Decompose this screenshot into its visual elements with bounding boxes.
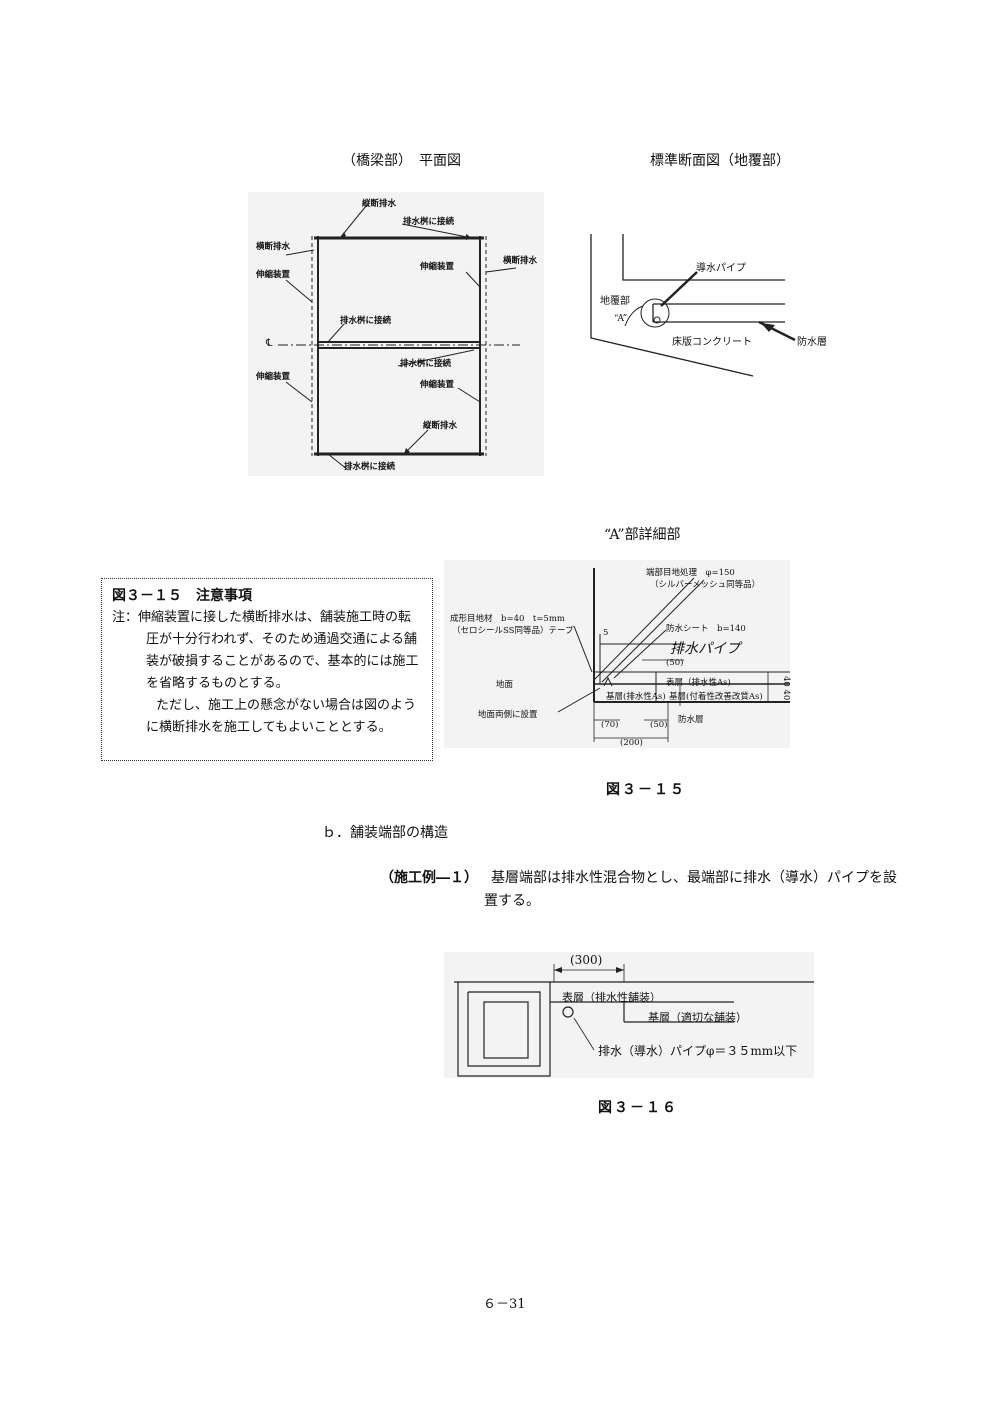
figure-3-15-caption: 図３－１５: [606, 782, 686, 798]
notice-line-2: 圧が十分行われず、そのため通過交通による舗: [146, 632, 418, 647]
plan-label-haisui-mid2: 排水桝に接続: [400, 359, 452, 369]
example-1-line-1: 基層端部は排水性混合物とし、最端部に排水（導水）パイプを設: [491, 870, 897, 886]
notice-box: 図３－１５ 注意事項 注：伸縮装置に接した横断排水は、舗装施工時の転 圧が十分行…: [101, 578, 433, 761]
detail-label-edge-joint: 端部目地処理 φ=150: [646, 568, 735, 578]
plan-label-shinshuku-left2: 伸縮装置: [256, 372, 291, 382]
notice-line-6: に横断排水を施工してもよいこととする。: [146, 720, 392, 735]
notice-line-3: 装が破損することがあるので、基本的には施工: [146, 654, 419, 669]
section-b-heading: ｂ．舗装端部の構造: [322, 825, 448, 841]
section-label-a-mark: “A”: [614, 314, 628, 324]
fig16-label-surface: 表層（排水性舗装）: [562, 991, 661, 1004]
detail-label-dim70: (70): [601, 720, 619, 730]
notice-line-5: ただし、施工上の懸念がない場合は図のよう: [156, 698, 417, 713]
detail-label-waterproof: 防水層: [678, 715, 704, 725]
plan-label-oudan-right: 横断排水: [503, 256, 538, 266]
fig16-label-pipe: 排水（導水）パイプφ＝３５mm以下: [598, 1044, 798, 1058]
detail-a-caption: “A”部詳細部: [604, 527, 681, 543]
plan-label-jyudan-bottom: 縦断排水: [423, 421, 458, 431]
detail-label-surface: 表層（排水性As): [666, 678, 731, 688]
notice-line-1: 注：伸縮装置に接した横断排水は、舗装施工時の転: [112, 610, 412, 625]
detail-label-edge-joint-sub: （シルバーメッシュ同等品）: [650, 580, 761, 590]
detail-label-dim50a: (50): [666, 658, 684, 668]
fig16-label-dim300: (300): [570, 953, 603, 967]
notice-line-4: を省略するものとする。: [146, 676, 289, 691]
detail-label-base-right: 基層(付着性改善改質As): [669, 692, 763, 702]
plan-label-haisui-mid: 排水桝に接続: [340, 316, 392, 326]
example-1-label: （施工例―１）: [380, 870, 478, 886]
plan-label-haisui-top: 排水桝に接続: [403, 217, 455, 227]
detail-label-formed-joint: 成形目地材 b=40 t=5mm: [450, 614, 565, 624]
detail-label-sheet: 防水シート b=140: [666, 624, 746, 634]
plan-label-jyudan-top: 縦断排水: [362, 199, 397, 209]
fig16-background: [444, 952, 814, 1078]
figure-3-16-diagram: [454, 964, 814, 1077]
section-label-slab: 床版コンクリート: [672, 337, 752, 348]
cross-section-figure: [590, 234, 796, 377]
detail-label-dim4040: 40 40: [781, 676, 791, 701]
detail-label-dim200: (200): [620, 738, 643, 748]
detail-label-dim50b: (50): [650, 720, 668, 730]
notice-title: 図３－１５ 注意事項: [112, 588, 252, 604]
section-label-pipe: 導水パイプ: [696, 263, 746, 274]
section-caption: 標準断面図（地覆部）: [650, 153, 790, 169]
detail-a-figure: [557, 568, 790, 742]
plan-label-oudan-left: 横断排水: [256, 242, 291, 252]
plan-label-shinshuku-left1: 伸縮装置: [256, 270, 291, 280]
detail-handwritten-note: 排水パイプ: [670, 641, 740, 657]
page-number: ６－31: [483, 1297, 526, 1312]
detail-label-both-sides: 地面両側に設置: [478, 710, 538, 720]
detail-label-dim5: 5: [603, 628, 609, 638]
section-label-waterproof: 防水層: [797, 337, 827, 348]
fig16-label-base: 基層（適切な舗装）: [648, 1011, 747, 1024]
figure-3-16-caption: 図３－１６: [598, 1100, 678, 1116]
detail-label-base-left: 基層(排水性As): [606, 692, 666, 702]
section-label-jifuku: 地覆部: [600, 296, 630, 307]
detail-figure-background: [444, 560, 790, 748]
example-1-line-2: 置する。: [484, 893, 540, 909]
plan-view-figure: [278, 205, 520, 471]
plan-label-haisui-bottom: 排水桝に接続: [344, 462, 396, 472]
plan-caption: （橋梁部） 平面図: [342, 153, 461, 169]
plan-label-shinshuku-right1: 伸縮装置: [420, 262, 455, 272]
plan-label-shinshuku-right2: 伸縮装置: [420, 380, 455, 390]
detail-label-formed-joint-sub: （セロシールSS同等品）テープ: [452, 626, 574, 636]
detail-label-ground: 地面: [496, 680, 514, 690]
centerline-symbol: ℄: [266, 338, 273, 349]
